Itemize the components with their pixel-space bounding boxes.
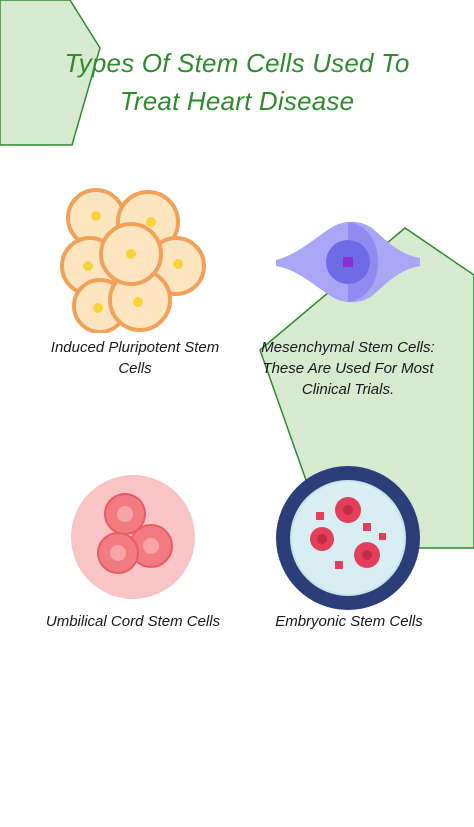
cell-cluster-icon <box>60 188 206 333</box>
card-label-line: These Are Used For Most <box>262 360 434 377</box>
card-label-line: Embryonic Stem Cells <box>275 613 423 630</box>
card-label-induced-pluripotent: Induced Pluripotent Stem Cells <box>10 337 260 379</box>
card-label-line: Clinical Trials. <box>301 381 395 398</box>
card-label-umbilical-cord: Umbilical Cord Stem Cells <box>10 611 256 632</box>
card-label-embryonic: Embryonic Stem Cells <box>236 611 462 632</box>
card-label-line: Induced Pluripotent Stem <box>50 339 220 356</box>
page-title: Types Of Stem Cells Used To Treat Heart … <box>0 44 474 120</box>
top-left-pentagon <box>0 0 101 146</box>
cord-cell-icon <box>71 475 195 599</box>
card-label-mesenchymal: Mesenchymal Stem Cells: These Are Used F… <box>230 337 466 400</box>
card-label-line: Mesenchymal Stem Cells: <box>261 339 435 356</box>
petri-dish-icon <box>276 466 420 610</box>
page-title-line-1: Types Of Stem Cells Used To <box>64 48 410 78</box>
neuron-cell-icon <box>276 221 420 303</box>
page-title-line-2: Treat Heart Disease <box>119 86 355 116</box>
card-label-line: Umbilical Cord Stem Cells <box>45 613 221 630</box>
card-label-line: Cells <box>118 360 152 377</box>
